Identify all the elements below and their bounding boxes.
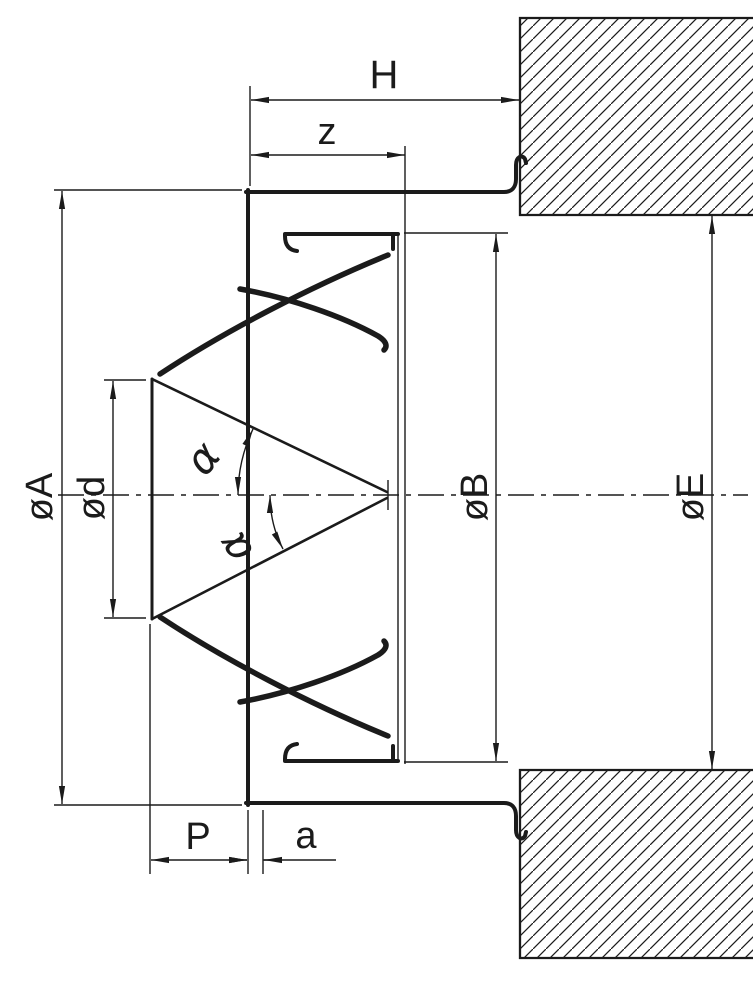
disc-rim-curve-top: [237, 286, 389, 353]
bellmouth-curve-bottom: [157, 614, 391, 739]
wall-section-top: [518, 16, 753, 217]
duct-sleeve-bottom: [283, 742, 400, 763]
label-dim-a: a: [295, 815, 317, 857]
body-shell-top: [244, 154, 528, 194]
bellmouth-curve-top: [157, 252, 391, 377]
deflector-profiles: [157, 252, 391, 739]
body-shell-bottom: [244, 801, 528, 841]
wall-outline-top: [518, 16, 753, 217]
extension-lines: [54, 86, 508, 874]
angle-arc-bottom: [266, 494, 284, 550]
wall-outline-bottom: [518, 768, 753, 960]
label-dim-h: H: [370, 53, 399, 97]
dimension-lines: [58, 96, 716, 864]
angle-dimensions: [234, 428, 284, 550]
label-dim-z: z: [318, 111, 337, 153]
wall-section-bottom: [518, 768, 753, 960]
disc-rim-curve-bottom: [237, 638, 389, 705]
wall-hatch-top: [520, 18, 753, 215]
valve-disc: [150, 377, 389, 621]
wall-hatch-bottom: [520, 770, 753, 958]
angle-arc-top: [234, 428, 254, 496]
label-dia-outer: øA: [19, 472, 61, 521]
label-dia-hole: øE: [670, 473, 712, 522]
label-dia-disc: ød: [71, 476, 113, 520]
duct-sleeve-top: [283, 232, 400, 253]
cone-surface-lower: [150, 496, 389, 621]
label-dim-p: P: [185, 816, 210, 858]
cone-surface-upper: [150, 377, 389, 494]
label-dia-duct: øB: [454, 473, 496, 522]
label-angle-alpha-top: α: [175, 432, 231, 484]
